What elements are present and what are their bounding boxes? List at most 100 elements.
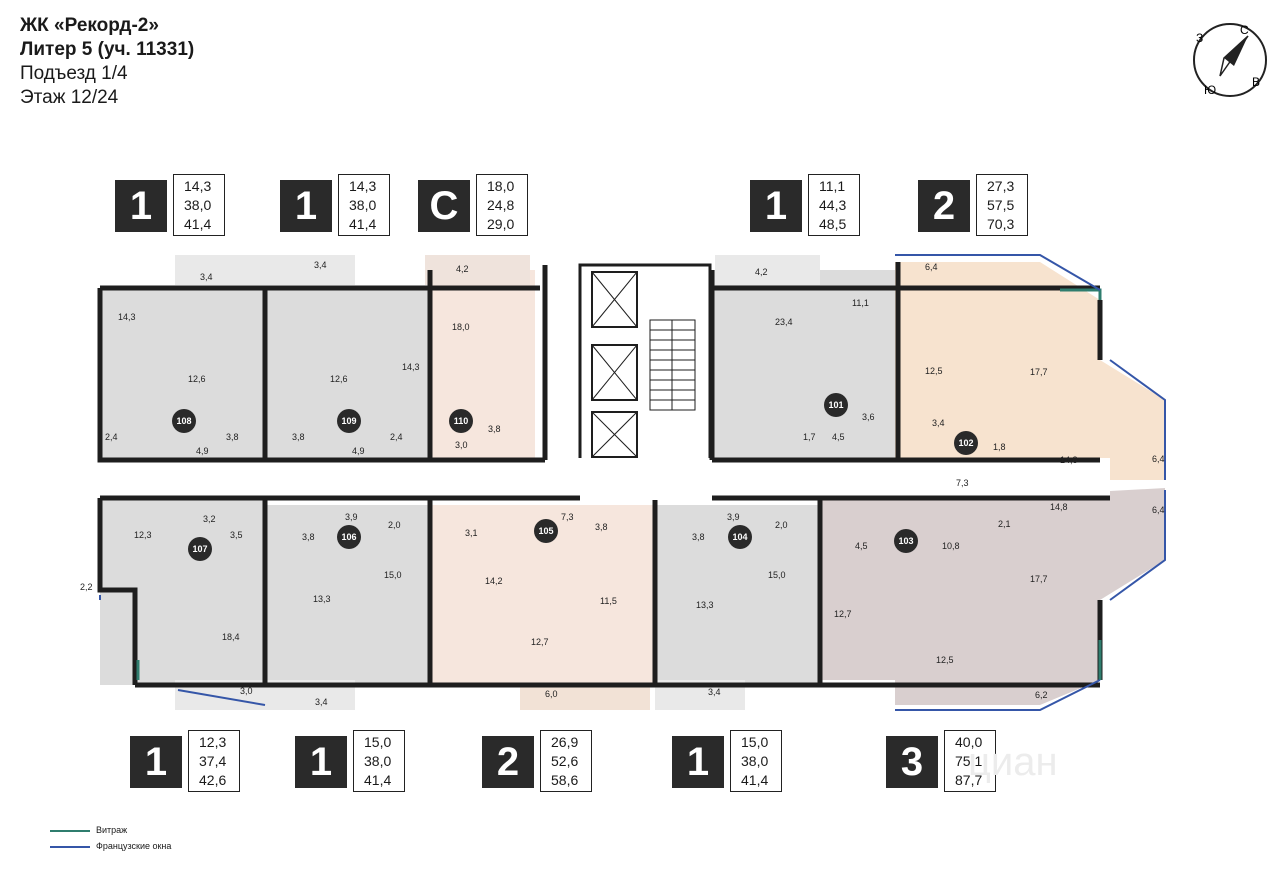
apartment-number-102[interactable]: 102 [954,431,978,455]
compass-west: З [1196,31,1203,45]
apartment-number-103[interactable]: 103 [894,529,918,553]
entrance-label: Подъезд 1/4 [20,63,128,84]
svg-text:10,8: 10,8 [942,541,960,551]
apartment-number-110[interactable]: 110 [449,409,473,433]
elevator [591,271,638,328]
legend-item-french-windows: Французские окна [50,841,171,851]
apartment-110[interactable] [430,270,535,460]
svg-text:3,0: 3,0 [455,440,468,450]
svg-text:18,0: 18,0 [452,322,470,332]
stairs [649,319,696,411]
svg-text:6,0: 6,0 [545,689,558,699]
svg-text:15,0: 15,0 [768,570,786,580]
apartment-number-104[interactable]: 104 [728,525,752,549]
svg-text:13,3: 13,3 [696,600,714,610]
french-window [895,679,1101,711]
room-count-badge: 2 [918,180,970,232]
apartment-number-109[interactable]: 109 [337,409,361,433]
complex-name: ЖК «Рекорд-2» [20,15,159,36]
room-count-badge: С [418,180,470,232]
room-labels-104: 3,9 2,0 3,8 13,3 15,0 3,4 [692,512,788,697]
svg-text:102: 102 [958,438,973,448]
svg-text:2,4: 2,4 [105,432,118,442]
svg-text:4,2: 4,2 [456,264,469,274]
room-count-badge: 1 [130,736,182,788]
room-labels-101: 4,2 23,4 11,1 3,6 1,7 4,5 [755,267,875,442]
svg-text:3,9: 3,9 [727,512,740,522]
room-count-badge: 2 [482,736,534,788]
french-window [1109,359,1166,480]
svg-text:14,2: 14,2 [485,576,503,586]
svg-text:6,4: 6,4 [925,262,938,272]
svg-text:3,8: 3,8 [595,522,608,532]
floor-label: Этаж 12/24 [20,87,119,108]
svg-text:109: 109 [341,416,356,426]
balcony [175,255,265,285]
svg-text:1,8: 1,8 [993,442,1006,452]
svg-text:107: 107 [192,544,207,554]
compass-east: В [1252,75,1260,89]
apartment-number-107[interactable]: 107 [188,537,212,561]
svg-text:6,2: 6,2 [1035,690,1048,700]
room-labels-107: 12,3 3,2 3,5 2,2 18,4 3,0 [80,514,253,696]
svg-text:14,8: 14,8 [1060,455,1078,465]
watermark: циан [968,740,1058,784]
elevator [591,344,638,401]
svg-text:3,1: 3,1 [465,528,478,538]
svg-text:4,9: 4,9 [196,446,209,456]
svg-text:11,1: 11,1 [852,298,869,308]
french-window [177,689,266,706]
apartment-number-106[interactable]: 106 [337,525,361,549]
svg-text:7,3: 7,3 [561,512,574,522]
svg-text:2,2: 2,2 [80,582,93,592]
apartment-number-101[interactable]: 101 [824,393,848,417]
svg-text:3,0: 3,0 [240,686,253,696]
compass-north: С [1240,23,1249,37]
svg-text:3,8: 3,8 [302,532,315,542]
balcony [520,685,650,710]
svg-text:12,6: 12,6 [330,374,348,384]
apartment-number-105[interactable]: 105 [534,519,558,543]
svg-text:106: 106 [341,532,356,542]
svg-text:14,8: 14,8 [1050,502,1068,512]
svg-text:4,5: 4,5 [832,432,845,442]
balcony [715,255,820,285]
svg-text:3,8: 3,8 [292,432,305,442]
apartment-101[interactable] [712,270,902,460]
svg-text:12,6: 12,6 [188,374,206,384]
legend-item-vitrage: Витраж [50,825,127,835]
svg-text:3,9: 3,9 [345,512,358,522]
apartment-107[interactable] [100,470,265,685]
room-labels-103: 4,5 10,8 2,1 14,8 6,4 12,7 12,5 17,7 6,2 [834,502,1165,700]
legend-swatch [50,829,90,832]
room-count-badge: 1 [750,180,802,232]
svg-text:3,4: 3,4 [708,687,721,697]
svg-text:3,4: 3,4 [314,260,327,270]
svg-text:2,0: 2,0 [388,520,401,530]
svg-text:103: 103 [898,536,913,546]
room-labels-110: 4,2 18,0 3,0 3,8 [452,264,501,450]
room-labels-102: 6,4 17,7 12,5 3,4 1,8 14,8 6,4 7,3 [925,262,1165,488]
svg-text:13,3: 13,3 [313,594,331,604]
svg-text:6,4: 6,4 [1152,454,1165,464]
room-count-badge: 1 [672,736,724,788]
svg-text:23,4: 23,4 [775,317,793,327]
svg-text:1,7: 1,7 [803,432,816,442]
svg-text:108: 108 [176,416,191,426]
svg-text:3,8: 3,8 [692,532,705,542]
svg-text:7,3: 7,3 [956,478,969,488]
room-labels-108: 3,4 14,3 12,6 2,4 3,8 4,9 [105,272,239,456]
balcony [265,255,355,285]
room-count-badge: 1 [115,180,167,232]
svg-text:2,1: 2,1 [998,519,1011,529]
apartment-number-108[interactable]: 108 [172,409,196,433]
svg-text:105: 105 [538,526,553,536]
svg-text:110: 110 [454,416,469,426]
